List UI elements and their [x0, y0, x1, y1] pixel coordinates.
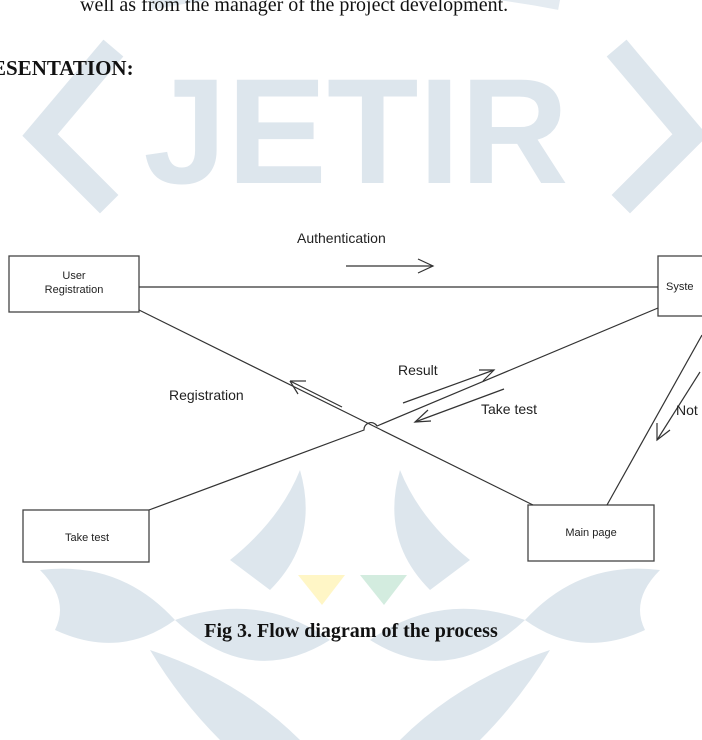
take-test-box-label: Take test: [65, 532, 109, 544]
user-registration-label-line1: User: [62, 270, 86, 282]
connector-taketest-to-system: [148, 307, 659, 511]
watermark-right-chevron: [606, 39, 702, 214]
authentication-label: Authentication: [297, 230, 386, 246]
section-heading: ESENTATION:: [0, 56, 134, 80]
figure-caption: Fig 3. Flow diagram of the process: [204, 620, 498, 642]
main-page-box-label: Main page: [565, 527, 616, 539]
authentication-arrow: [346, 258, 435, 274]
watermark-text: JETIR: [143, 47, 568, 215]
result-arrow: [402, 369, 496, 404]
watermark-wreath: [40, 470, 660, 740]
connector-user-to-mainpage: [138, 309, 534, 506]
take-test-label: Take test: [481, 401, 537, 417]
system-box: [657, 255, 702, 317]
system-label: Syste: [666, 281, 694, 293]
take-test-arrow: [413, 388, 505, 423]
result-label: Result: [398, 362, 438, 378]
take-test-box: [22, 509, 150, 563]
user-registration-label-line2: Registration: [45, 284, 104, 296]
user-registration-box: [8, 255, 140, 313]
main-page-box: [527, 504, 655, 562]
connector-mainpage-to-system: [606, 334, 702, 506]
registration-label: Registration: [169, 387, 244, 403]
registration-arrow: [289, 380, 343, 408]
watermark-yellow-triangle: [298, 575, 345, 605]
watermark-left-chevron: [22, 39, 124, 214]
not-arrow: [656, 371, 701, 442]
not-label: Not: [676, 402, 698, 418]
body-text-fragment: well as from the manager of the project …: [80, 0, 509, 16]
watermark-green-triangle: [360, 575, 407, 605]
